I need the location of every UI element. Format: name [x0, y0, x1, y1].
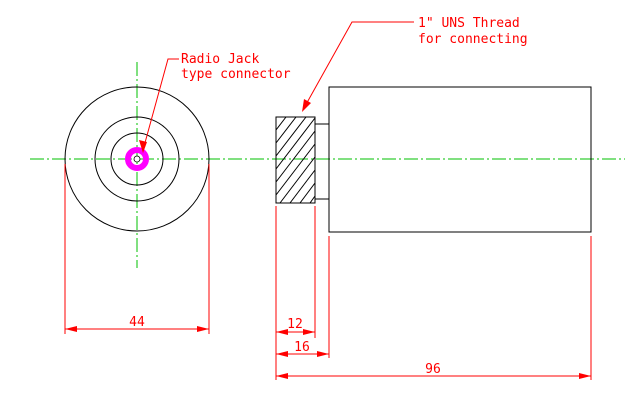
dimension-96-label: 96	[425, 362, 441, 377]
dimension-12-label: 12	[287, 317, 303, 332]
thread-hatching	[275, 116, 316, 204]
dimension-44-label: 44	[129, 315, 145, 330]
middle-circle	[94, 116, 180, 202]
thread-label-line1: 1" UNS Thread	[418, 16, 520, 31]
connector-pin	[133, 155, 141, 163]
dimension-thread-length	[276, 329, 315, 335]
thread-leader	[302, 21, 414, 112]
thread-label-line2: for connecting	[418, 32, 528, 47]
dimension-collar-length	[276, 351, 329, 357]
dimension-16-label: 16	[294, 340, 310, 355]
radio-jack-label-line1: Radio Jack	[181, 52, 259, 67]
radio-jack-leader	[139, 58, 179, 153]
side-view	[275, 86, 592, 233]
inner-circle	[110, 132, 164, 186]
outer-circle	[64, 86, 210, 232]
radio-jack-label-line2: type connector	[181, 67, 291, 82]
radio-jack-connector	[125, 147, 149, 171]
collar	[314, 123, 330, 200]
dimension-overall-length	[276, 373, 591, 379]
front-view	[64, 86, 210, 232]
dimension-front-diameter	[64, 164, 210, 334]
